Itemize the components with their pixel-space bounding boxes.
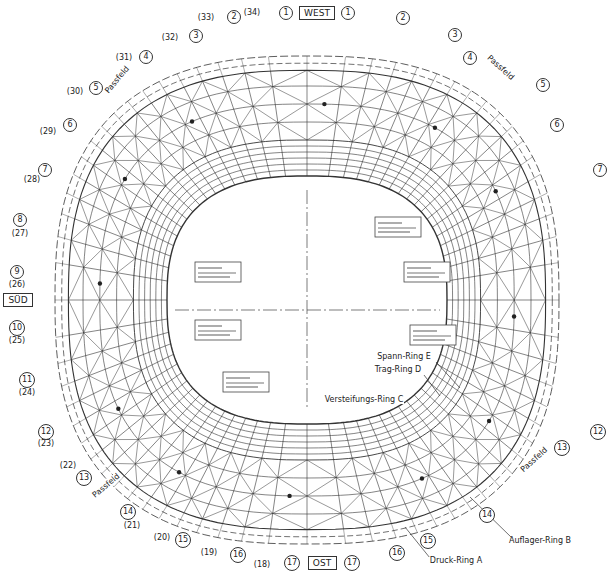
callout-number: (19) <box>200 549 218 557</box>
callout-circle: 13 <box>554 440 570 456</box>
callout-number: 14 <box>482 511 492 519</box>
callout-number: (33) <box>197 14 215 22</box>
callout-circle: 1 <box>279 6 293 20</box>
ring-label: Auflager-Ring B <box>508 537 572 545</box>
compass-box: WEST <box>299 6 335 20</box>
callout-number: (21) <box>123 522 141 530</box>
callout-number: 6 <box>67 121 72 129</box>
callout-number: 4 <box>143 53 148 61</box>
callout-circle: 14 <box>479 507 495 523</box>
passfeld-label: Passfeld <box>90 472 122 500</box>
callout-number: 5 <box>93 84 98 92</box>
callout-number: 14 <box>123 508 133 516</box>
callout-circle: 8 <box>13 213 27 227</box>
callout-number: (22) <box>59 462 77 470</box>
callout-number: 15 <box>423 537 433 545</box>
callout-number: 8 <box>17 216 22 224</box>
callout-number: (26) <box>8 281 26 289</box>
compass-box: OST <box>308 556 337 570</box>
callout-number: 1 <box>283 9 288 17</box>
callout-circle: 6 <box>63 118 77 132</box>
callout-number: (34) <box>243 9 261 17</box>
callout-number: 16 <box>392 549 402 557</box>
callout-number: 13 <box>557 444 567 452</box>
callout-number: 12 <box>41 428 51 436</box>
callout-circle: 13 <box>76 470 92 486</box>
compass-label: OST <box>313 559 331 568</box>
callout-number: (32) <box>161 34 179 42</box>
callout-circle: 6 <box>550 118 564 132</box>
callout-circle: 4 <box>139 50 153 64</box>
callout-number: (30) <box>66 88 84 96</box>
callout-circle: 1 <box>341 6 355 20</box>
callout-circle: 15 <box>420 533 436 549</box>
callout-circle: 11 <box>19 372 35 388</box>
callout-circle: 12 <box>38 424 54 440</box>
callout-number: 10 <box>12 324 22 332</box>
callout-circle: 2 <box>396 11 410 25</box>
callout-circle: 10 <box>9 320 25 336</box>
callout-number: 7 <box>42 166 47 174</box>
callout-number: 11 <box>22 376 32 384</box>
callout-number: (28) <box>23 176 41 184</box>
callout-number: 3 <box>193 32 198 40</box>
callout-circle: 5 <box>536 78 550 92</box>
callout-circle: 14 <box>120 504 136 520</box>
callout-circle: 16 <box>389 545 405 561</box>
callout-number: 2 <box>400 14 405 22</box>
callout-number: (20) <box>153 534 171 542</box>
callout-circle: 16 <box>230 547 246 563</box>
callout-circle: 17 <box>284 555 300 571</box>
ring-label: Versteifungs-Ring C <box>324 396 405 404</box>
callout-number: (31) <box>115 54 133 62</box>
callout-circle: 17 <box>344 555 360 571</box>
compass-box: SÜD <box>3 293 33 307</box>
callout-number: 2 <box>231 13 236 21</box>
callout-number: (27) <box>11 230 29 238</box>
callout-circle: 9 <box>10 265 24 279</box>
callout-number: (25) <box>8 337 26 345</box>
passfeld-label: Passfeld <box>518 445 549 474</box>
callout-circle: 3 <box>189 29 203 43</box>
passfeld-label: Passfeld <box>484 53 515 82</box>
callout-number: 6 <box>554 121 559 129</box>
callout-number: 3 <box>452 31 457 39</box>
ring-label: Druck-Ring A <box>429 557 483 565</box>
callout-number: 1 <box>345 9 350 17</box>
callout-number: 7 <box>597 166 602 174</box>
callout-circle: 4 <box>463 51 477 65</box>
callout-number: (18) <box>253 561 271 569</box>
callout-circle: 3 <box>448 28 462 42</box>
callout-number: 9 <box>14 268 19 276</box>
callout-circle: 2 <box>227 10 241 24</box>
passfeld-label: Passfeld <box>103 64 131 96</box>
callout-number: 12 <box>593 428 603 436</box>
callout-circle: 5 <box>89 81 103 95</box>
callout-number: (23) <box>37 440 55 448</box>
callout-number: (24) <box>18 389 36 397</box>
compass-label: SÜD <box>8 296 27 305</box>
callout-number: 5 <box>540 81 545 89</box>
ring-label: Spann-Ring E <box>376 353 432 361</box>
callout-number: 17 <box>347 559 357 567</box>
callout-circle: 7 <box>38 163 52 177</box>
callout-number: 4 <box>467 54 472 62</box>
callout-circle: 7 <box>593 163 607 177</box>
callout-circle: 12 <box>590 424 606 440</box>
callout-circle: 15 <box>175 532 191 548</box>
ring-label: Trag-Ring D <box>374 366 423 374</box>
callout-number: 17 <box>287 559 297 567</box>
callout-number: 16 <box>233 551 243 559</box>
compass-label: WEST <box>304 9 330 18</box>
callout-number: 15 <box>178 536 188 544</box>
callout-number: 13 <box>79 474 89 482</box>
callout-number: (29) <box>39 128 57 136</box>
